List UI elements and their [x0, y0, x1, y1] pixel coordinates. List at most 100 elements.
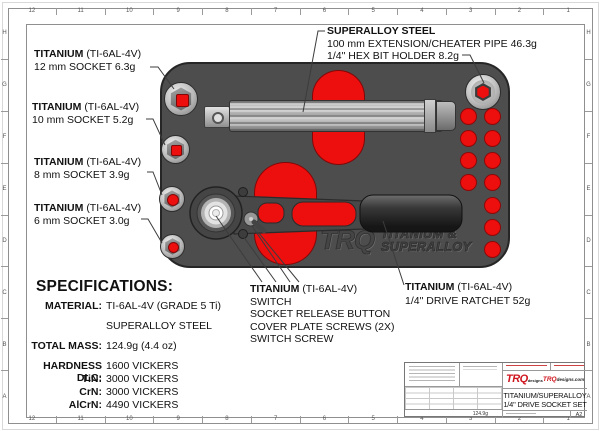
ruler-label: B [585, 319, 592, 372]
socket-10mm [161, 135, 190, 164]
finish-border [460, 363, 502, 387]
ruler-label: 4 [398, 416, 447, 423]
ruler-label: F [1, 112, 8, 164]
callout-extension: SUPERALLOY STEEL 100 mm EXTENSION/CHEATE… [327, 25, 537, 63]
ruler-label: 6 [301, 416, 350, 423]
spec-row: SUPERALLOY STEEL [18, 320, 221, 333]
part-desc: 10 mm SOCKET 5.2g [32, 113, 134, 126]
round-drive-hole [168, 242, 179, 253]
inner-border [26, 24, 585, 418]
material-label: TITANIUM [250, 283, 300, 295]
tolerance-notes [409, 366, 455, 383]
ruler-label: A [2, 393, 7, 400]
part-desc: 1/4" DRIVE RATCHET 52g [405, 294, 531, 307]
spec-label: AlCrN: [68, 399, 102, 411]
part-desc: 100 mm EXTENSION/CHEATER PIPE 46.3g [327, 37, 537, 50]
square-drive-hole [171, 145, 182, 156]
spec-label: TiN: [81, 373, 102, 385]
tray-watermark: TRQ TITANIUM & SUPERALLOY [320, 225, 472, 255]
ruler-label: A [586, 393, 591, 400]
spec-value: 4490 VICKERS [106, 399, 179, 411]
trq-logo: TRQdesigns [506, 372, 543, 385]
bit-holder-hex-red [477, 85, 489, 99]
ruler-label: 2 [496, 416, 545, 423]
spec-value: 3000 VICKERS [106, 386, 179, 398]
material-label: TITANIUM [34, 156, 84, 168]
drawing-title-line1: TITANIUM/SUPERALLOY [503, 390, 587, 400]
material-label: TITANIUM [34, 202, 84, 214]
storage-hole [460, 108, 477, 125]
socket-6mm [160, 234, 185, 259]
ruler-label: 12 [8, 416, 57, 423]
spec-row: TOTAL MASS: 124.9g (4.4 oz) [18, 340, 221, 353]
extension-collar [424, 99, 436, 133]
material-label: TITANIUM [34, 48, 84, 60]
extension-bar [229, 100, 443, 132]
spec-value: SUPERALLOY STEEL [106, 320, 213, 332]
storage-hole [484, 152, 501, 169]
drawing-title-cell: TITANIUM/SUPERALLOY 1/4" DRIVE SOCKET SE… [503, 388, 587, 410]
watermark-line2: SUPERALLOY [381, 239, 472, 254]
revision-strip [503, 363, 587, 371]
ruler-label: H [1, 8, 8, 60]
material-label: TITANIUM [32, 101, 82, 113]
ruler-label: 9 [154, 8, 203, 15]
storage-hole [460, 174, 477, 191]
ruler-label: 7 [252, 416, 301, 423]
divider [550, 363, 552, 370]
ruler-label: E [1, 164, 8, 216]
extension-square-drive-end [204, 106, 230, 128]
sheet-size-cell: A2 [570, 411, 587, 418]
drawing-title-line2: 1/4" DRIVE SOCKET SET [503, 399, 587, 409]
watermark-line1: TITANIUM & [381, 226, 458, 241]
title-block-right: TRQdesigns TRQdesigns.com TITANIUM/SUPER… [502, 363, 587, 418]
ruler-label: C [1, 267, 8, 320]
part-desc: 1/4" HEX BIT HOLDER 8.2g [327, 50, 459, 62]
ruler-label: 11 [57, 416, 106, 423]
storage-hole [484, 197, 501, 214]
notes-cell [405, 363, 460, 387]
ruler-label: 2 [496, 8, 545, 15]
socket-8mm [159, 186, 185, 212]
spec-label: HARDNESS DLC: [43, 360, 102, 384]
ruler-label: 8 [203, 8, 252, 15]
trq-embossed-logo: TRQ [320, 225, 376, 255]
spec-row: AlCrN: 4490 VICKERS [18, 399, 221, 412]
part-desc: SOCKET RELEASE BUTTON [250, 308, 391, 320]
spec-row: TiN: 3000 VICKERS [18, 373, 221, 386]
title-block: 124.9g TRQdesigns TRQdesigns.com TITANIU… [404, 362, 587, 418]
spec-row: CrN: 3000 VICKERS [18, 386, 221, 399]
ruler-label: 7 [252, 8, 301, 15]
weight-value: 124.9g [472, 411, 488, 417]
hex-bit-holder [465, 74, 501, 110]
part-desc: 12 mm SOCKET 6.3g [34, 60, 136, 73]
scale-row: A2 [503, 410, 587, 418]
specifications-table: MATERIAL: TI-6AL-4V (GRADE 5 Ti) SUPERAL… [18, 300, 221, 412]
ruler-label: 3 [447, 416, 496, 423]
alloy-label: (TI-6AL-4V) [86, 202, 142, 214]
ruler-label: 4 [398, 8, 447, 15]
ruler-label: G [585, 60, 592, 112]
spec-row: MATERIAL: TI-6AL-4V (GRADE 5 Ti) [18, 300, 221, 313]
ruler-label: 9 [154, 416, 203, 423]
ruler-label: 1 [566, 416, 570, 422]
trq-website-logo: TRQdesigns.com [542, 376, 585, 383]
callout-socket-8: TITANIUM (TI-6AL-4V) 8 mm SOCKET 3.9g [34, 156, 141, 181]
spec-value: 3000 VICKERS [106, 373, 179, 385]
ruler-label: E [585, 164, 592, 216]
storage-hole [484, 130, 501, 147]
storage-hole [460, 152, 477, 169]
spec-value: 124.9g (4.4 oz) [106, 340, 177, 352]
alloy-label: (TI-6AL-4V) [86, 48, 142, 60]
storage-hole [484, 219, 501, 236]
ruler-label: H [585, 8, 592, 60]
weight-cell: 124.9g [405, 409, 502, 418]
callout-socket-6: TITANIUM (TI-6AL-4V) 6 mm SOCKET 3.0g [34, 202, 141, 227]
ruler-label: C [585, 267, 592, 320]
ruler-label: F [585, 112, 592, 164]
spec-label: TOTAL MASS: [31, 340, 102, 352]
